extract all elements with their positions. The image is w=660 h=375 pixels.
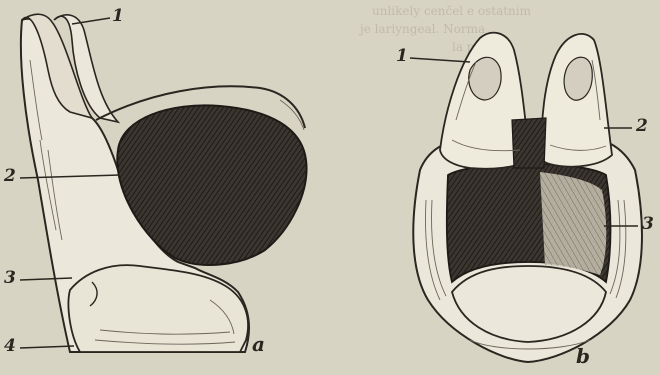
callout-a-2: 2 [4,168,16,185]
callout-b-3: 3 [642,216,654,233]
leader-line-1 [410,58,470,62]
leader-line-4 [20,346,74,348]
panel-label-a: a [252,334,265,354]
callout-a-1: 1 [112,8,124,25]
panel-label-b: b [576,346,590,366]
callout-b-1: 1 [396,48,408,65]
callout-a-3: 3 [4,270,16,287]
figure-b-cartilage [413,33,642,362]
figure-a-cartilage [21,14,307,352]
callout-a-4: 4 [4,338,16,355]
callout-b-2: 2 [636,118,648,135]
